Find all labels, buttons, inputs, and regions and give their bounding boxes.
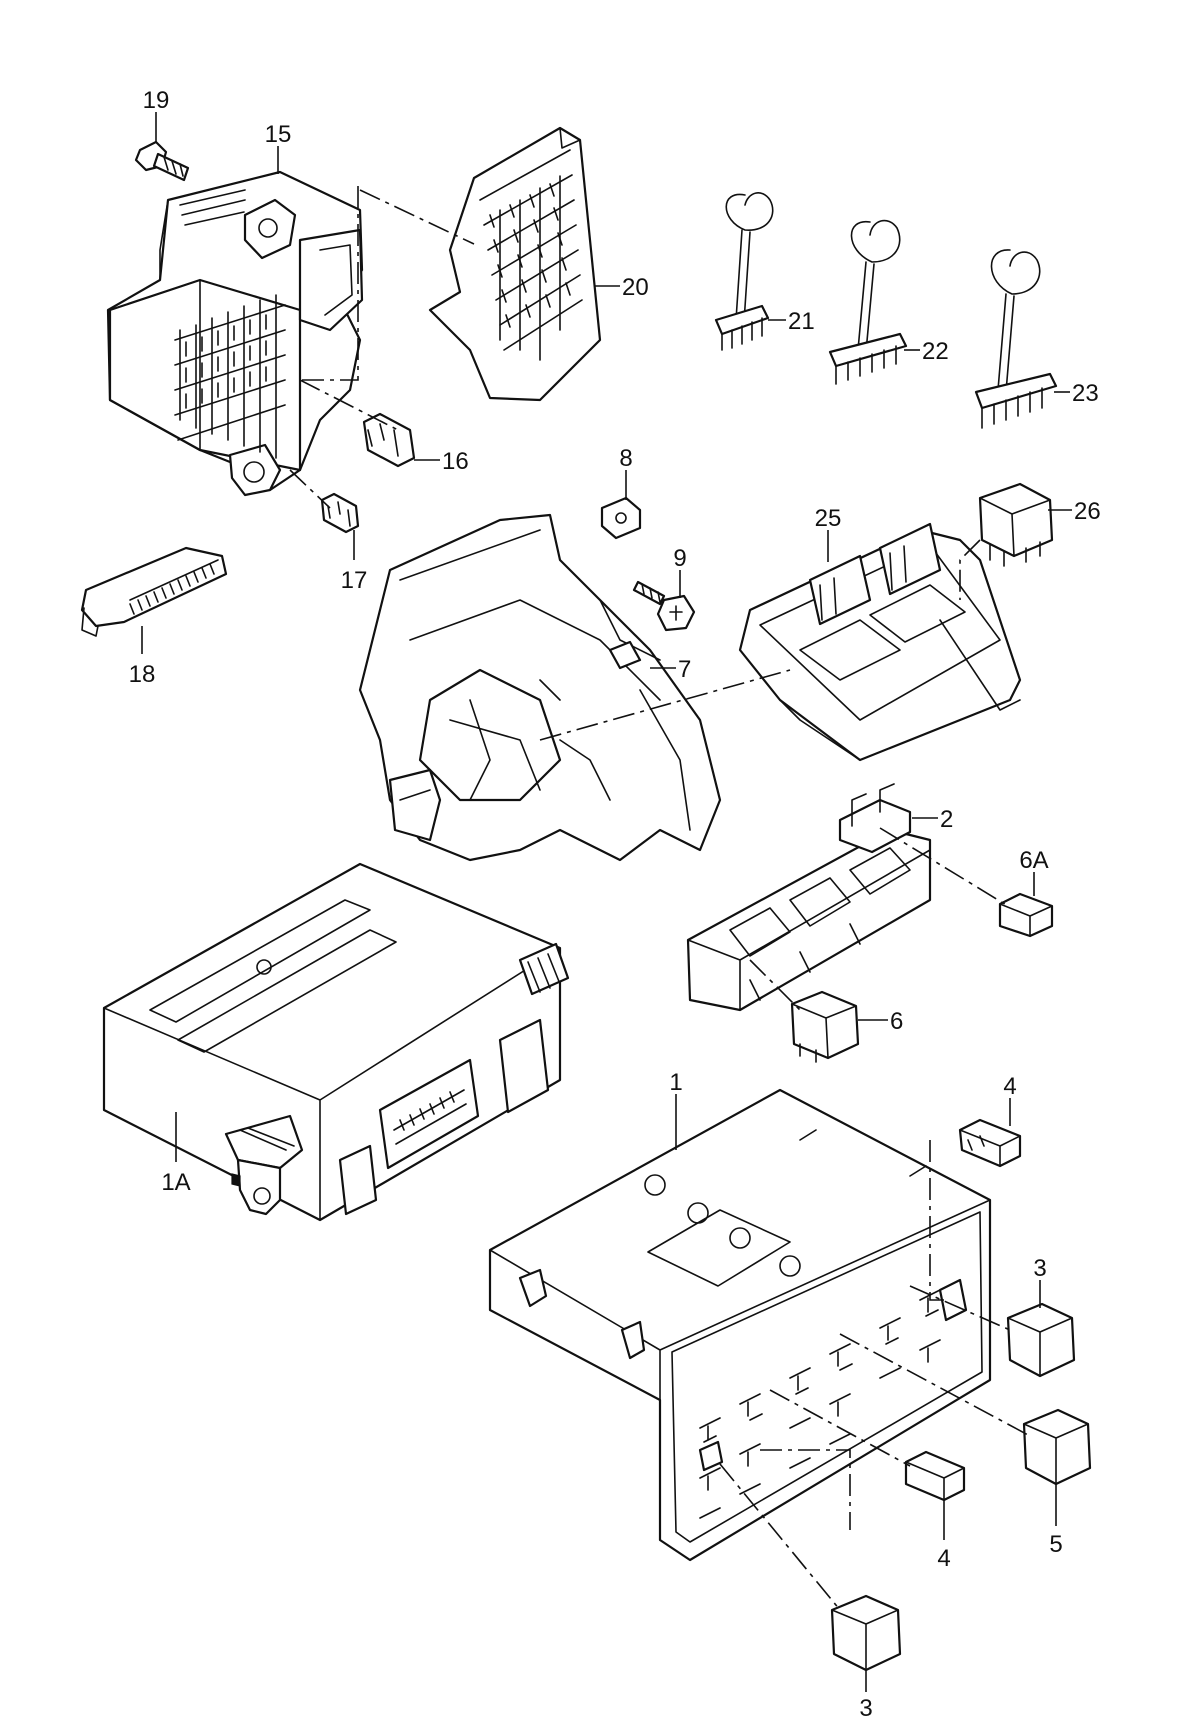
part-25-relay-carrier	[738, 522, 1022, 762]
label-8: 8	[619, 445, 632, 472]
label-23: 23	[1072, 380, 1099, 407]
callout-labels: 19 15 20 21 22 23 16 17 18 8 9 7 25 26 2…	[129, 87, 1101, 1721]
label-1A: 1A	[161, 1169, 190, 1196]
part-8-clip-nut	[600, 496, 642, 540]
part-5-relay	[1022, 1408, 1092, 1486]
part-6-relay	[790, 990, 860, 1063]
label-3-upper: 3	[1033, 1255, 1046, 1282]
label-5: 5	[1049, 1531, 1062, 1558]
part-19-bolt	[134, 140, 190, 182]
part-3-relay-upper	[1006, 1302, 1076, 1378]
label-17: 17	[341, 567, 368, 594]
part-4-fuse-upper	[958, 1118, 1022, 1168]
part-22-connector-wire	[828, 219, 908, 385]
assembly-lines	[289, 186, 1031, 1611]
label-1: 1	[669, 1069, 682, 1096]
part-17-fuse	[320, 492, 360, 534]
part-9-screw	[632, 580, 696, 632]
label-19: 19	[143, 87, 170, 114]
label-21: 21	[788, 308, 815, 335]
part-23-connector-wire	[974, 249, 1058, 429]
label-3-lower: 3	[859, 1695, 872, 1721]
leader-lines	[141, 112, 1072, 1692]
part-1A-control-module	[102, 862, 570, 1222]
label-22: 22	[922, 338, 949, 365]
label-2: 2	[940, 806, 953, 833]
label-6: 6	[890, 1008, 903, 1035]
part-18-fuse-puller	[80, 546, 228, 637]
label-15: 15	[265, 121, 292, 148]
label-16: 16	[442, 448, 469, 475]
fuse-slots-grid	[174, 294, 286, 459]
part-2-relay-plate	[686, 783, 932, 1012]
part-6A-fuse	[998, 892, 1054, 938]
label-4-lower: 4	[937, 1545, 950, 1572]
label-18: 18	[129, 661, 156, 688]
label-6A: 6A	[1019, 847, 1048, 874]
relay-slots	[698, 1278, 968, 1519]
part-16-fuse	[362, 412, 416, 468]
part-1-fuse-relay-box	[488, 1088, 992, 1562]
part-4-fuse-lower	[904, 1450, 966, 1502]
label-7: 7	[678, 656, 691, 683]
label-25: 25	[815, 505, 842, 532]
label-26: 26	[1074, 498, 1101, 525]
part-7-mounting-bracket	[358, 513, 722, 862]
part-20-fuse-cover	[428, 126, 602, 402]
label-20: 20	[622, 274, 649, 301]
part-15-fuse-box-housing	[106, 170, 364, 497]
part-21-connector-wire	[714, 192, 774, 351]
label-4-upper: 4	[1003, 1073, 1016, 1100]
part-26-relay	[978, 482, 1054, 567]
label-9: 9	[673, 545, 686, 572]
part-3-relay-lower	[830, 1594, 902, 1672]
